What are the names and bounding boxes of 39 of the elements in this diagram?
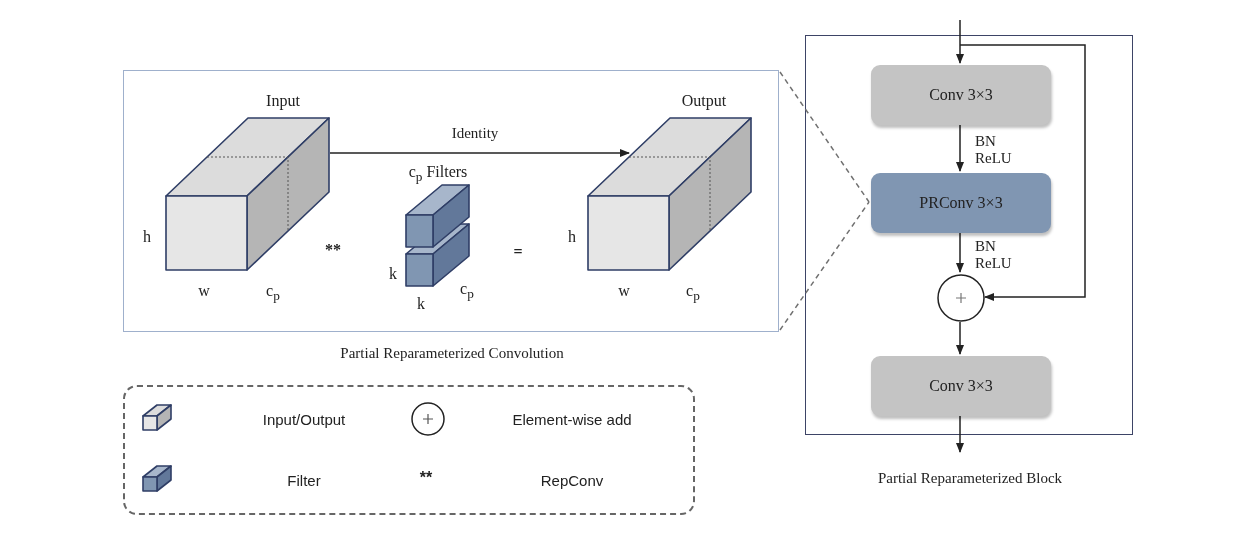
operator-symbol: ** (325, 241, 341, 259)
tensor-label: Output (681, 92, 727, 110)
block-label: Conv 3×3 (929, 86, 993, 104)
conv-block (871, 356, 1051, 416)
arrow (956, 415, 964, 453)
panel-caption: Partial Reparameterized Block (877, 469, 1063, 487)
tensor-label: c$_{p}$ Filters (408, 162, 468, 186)
arrow (956, 124, 964, 172)
conv-block (871, 65, 1051, 125)
add-circle (937, 274, 985, 322)
dashed-line (779, 201, 870, 331)
dimension-label: h (143, 228, 151, 246)
dimension-label: h (568, 228, 576, 246)
equals-sign: = (513, 243, 523, 261)
dimension-label: c$_{p}$ (266, 281, 280, 305)
legend-label: RepConv (540, 471, 604, 489)
dimension-label: k (417, 295, 425, 313)
dimension-label: c$_{p}$ (686, 281, 700, 305)
prconv-block (871, 173, 1051, 233)
edge-label: BN ReLU (975, 133, 1013, 167)
dimension-label: k (389, 265, 397, 283)
edge-label: BN ReLU (975, 238, 1013, 272)
legend-label: Input/Output (262, 410, 346, 428)
tensor-label: Input (266, 92, 300, 110)
dimension-label: w (618, 282, 630, 300)
dimension-label: c$_{p}$ (460, 279, 474, 303)
panel-caption: Partial Reparameterized Convolution (340, 344, 564, 362)
block-label: PRConv 3×3 (919, 194, 1003, 212)
dashed-line (779, 71, 870, 203)
arrow (956, 321, 964, 355)
legend-label: Element-wise add (512, 410, 632, 428)
arrow (329, 149, 630, 157)
legend-label: Filter (287, 471, 321, 489)
arrow (956, 232, 964, 273)
operator-symbol: ** (419, 469, 433, 487)
block-label: Conv 3×3 (929, 377, 993, 395)
arrow (956, 19, 964, 64)
dimension-label: w (198, 282, 210, 300)
arrow (959, 44, 1086, 301)
